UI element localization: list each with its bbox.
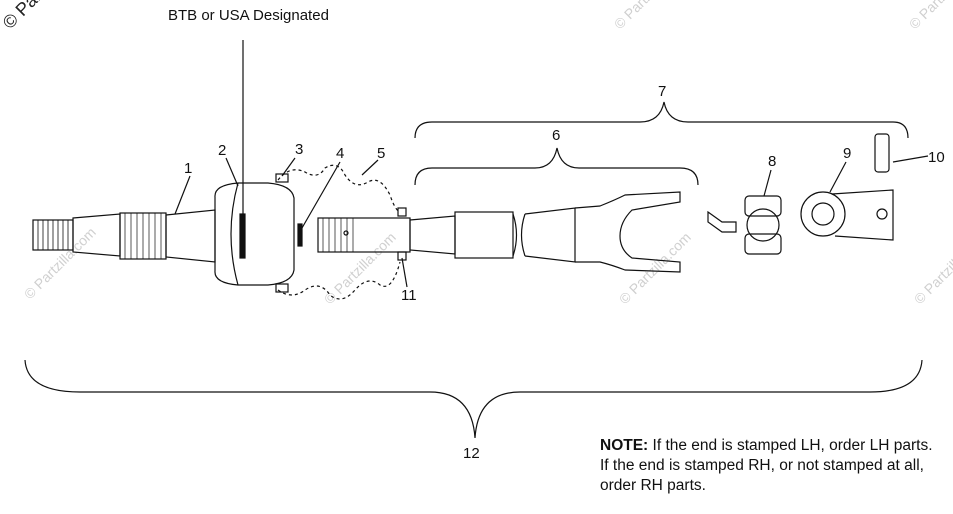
ring-part-4 — [297, 223, 303, 247]
clamp-part-3 — [275, 173, 289, 183]
callout-4: 4 — [336, 145, 344, 162]
callout-7: 7 — [658, 83, 666, 100]
watermark: © Partzilla.com — [616, 229, 694, 307]
prop-shaft-part-6 — [512, 191, 681, 273]
note-label: NOTE: — [600, 437, 649, 454]
watermark: © Partzilla.com — [611, 0, 689, 32]
cv-housing-part-2 — [214, 182, 295, 286]
pin-part-10 — [874, 133, 890, 173]
brace-part-6 — [414, 147, 699, 186]
brace-part-12 — [24, 359, 923, 439]
callouts: BTB or USA Designated 1 2 3 4 5 6 7 8 9 … — [168, 7, 945, 462]
callout-9: 9 — [843, 145, 851, 162]
watermark: © Partzilla.com — [0, 0, 99, 33]
drawing — [24, 40, 929, 439]
brace-part-7 — [414, 101, 909, 139]
callout-2: 2 — [218, 142, 226, 159]
callout-5: 5 — [377, 145, 385, 162]
note-block: NOTE: If the end is stamped LH, order LH… — [600, 436, 940, 496]
callout-3: 3 — [295, 141, 303, 158]
clamp-part-3 — [275, 283, 289, 293]
watermark: © Partzilla.com — [911, 229, 953, 307]
leader-lines — [174, 40, 929, 288]
yoke-part-9 — [800, 189, 894, 241]
u-joint-part-8 — [707, 195, 782, 255]
inner-shaft — [317, 207, 514, 261]
note-text: If the end is stamped LH, order LH parts… — [600, 437, 933, 494]
watermark: © Partzilla.com — [906, 0, 953, 32]
callout-1: 1 — [184, 160, 192, 177]
boot-part-5 — [277, 164, 401, 300]
watermark: © Partzilla.com — [321, 229, 399, 307]
callout-12: 12 — [463, 445, 480, 462]
header-label: BTB or USA Designated — [168, 7, 329, 24]
callout-10: 10 — [928, 149, 945, 166]
callout-8: 8 — [768, 153, 776, 170]
watermarks: © Partzilla.com © Partzilla.com © Partzi… — [0, 0, 953, 307]
callout-6: 6 — [552, 127, 560, 144]
callout-11: 11 — [401, 287, 417, 304]
